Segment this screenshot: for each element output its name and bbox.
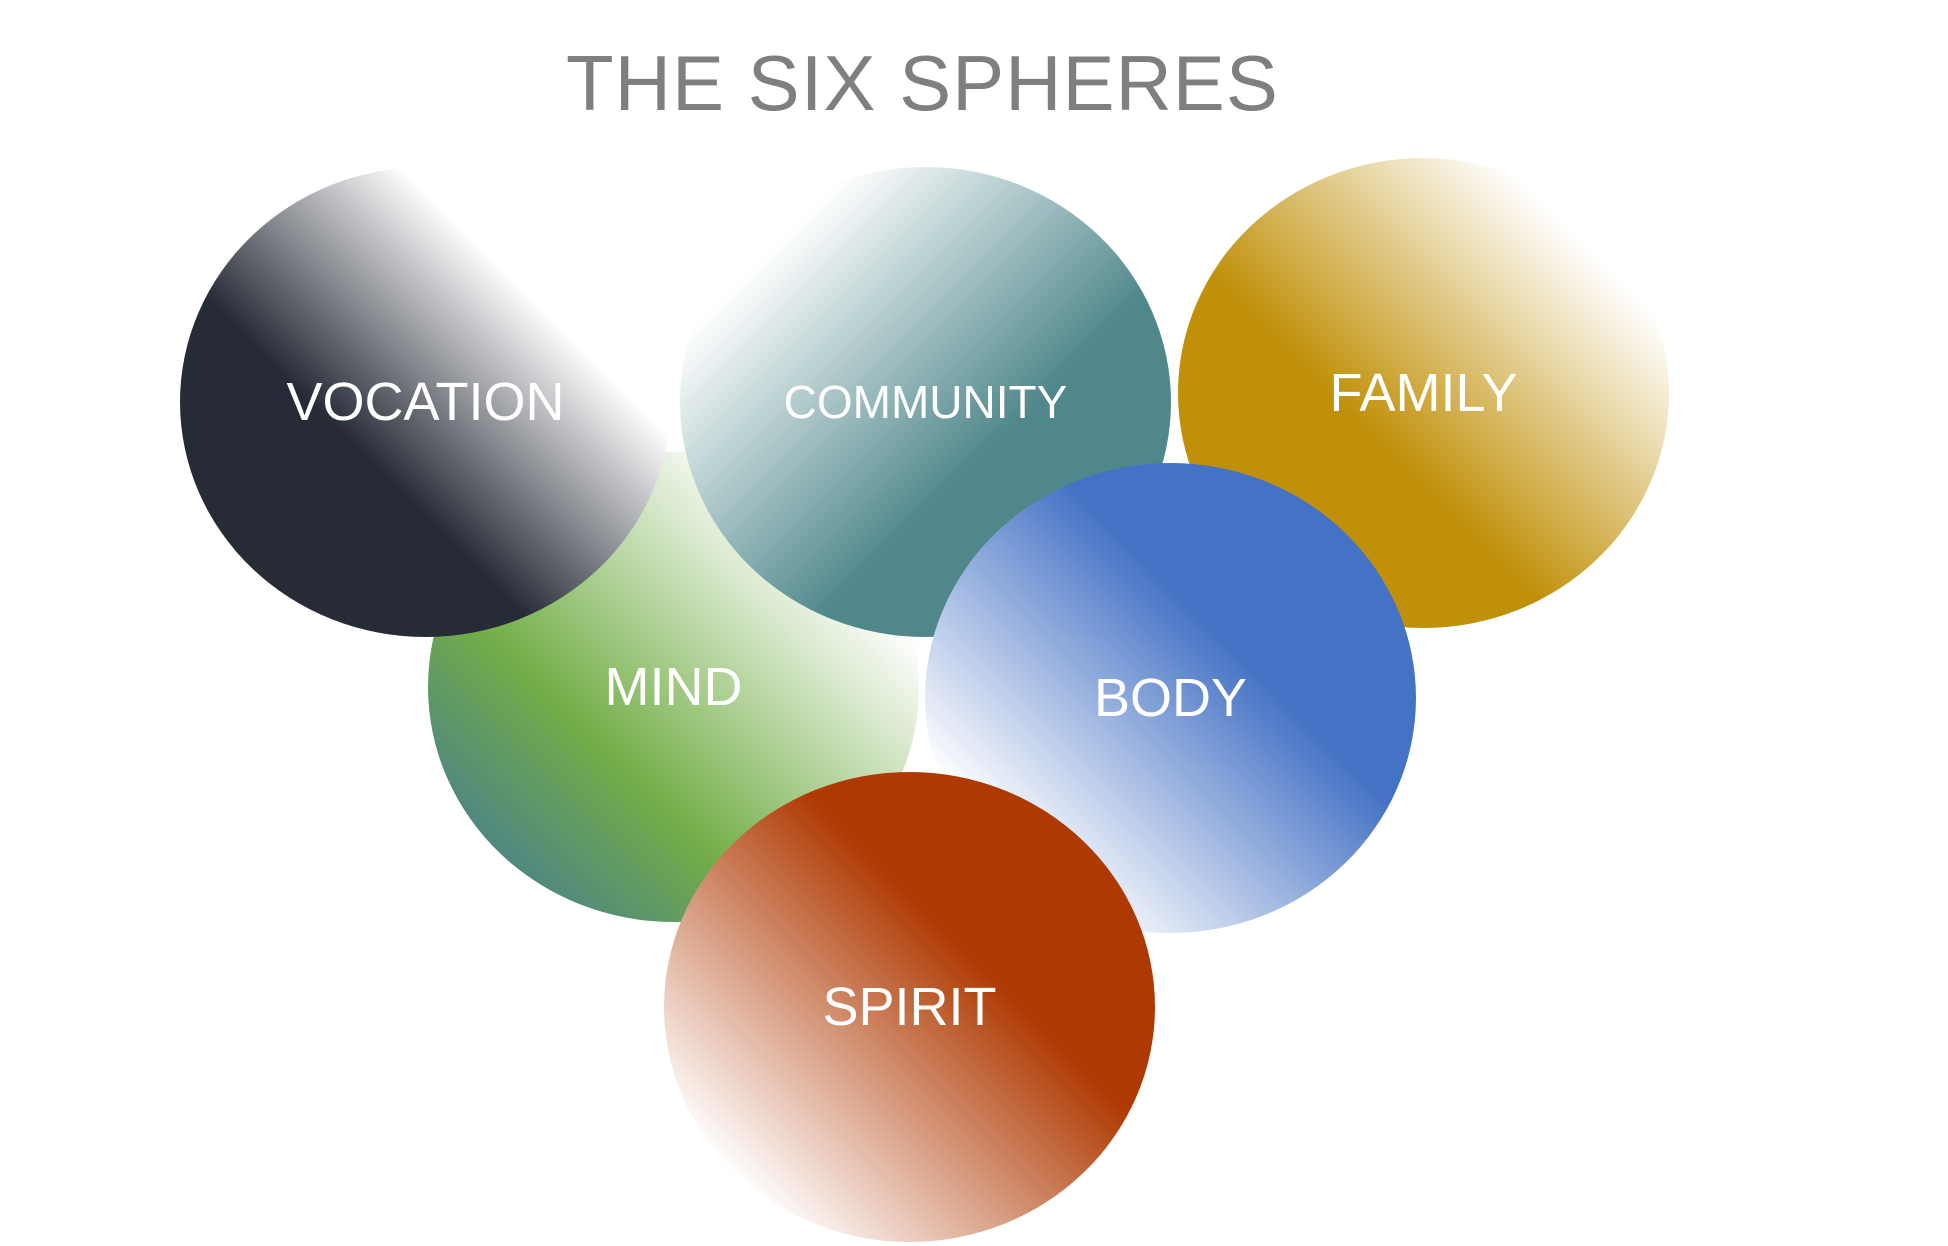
sphere-label-mind: MIND (604, 657, 743, 717)
sphere-vocation: VOCATION (180, 167, 671, 637)
sphere-label-vocation: VOCATION (286, 372, 565, 432)
sphere-label-spirit: SPIRIT (822, 977, 997, 1037)
page-title: THE SIX SPHERES (566, 39, 1279, 127)
sphere-label-body: BODY (1093, 668, 1248, 728)
sphere-label-family: FAMILY (1329, 363, 1518, 423)
sphere-label-community: COMMUNITY (783, 376, 1068, 428)
sphere-spirit: SPIRIT (664, 772, 1155, 1242)
sphere-community: COMMUNITY (680, 167, 1171, 637)
